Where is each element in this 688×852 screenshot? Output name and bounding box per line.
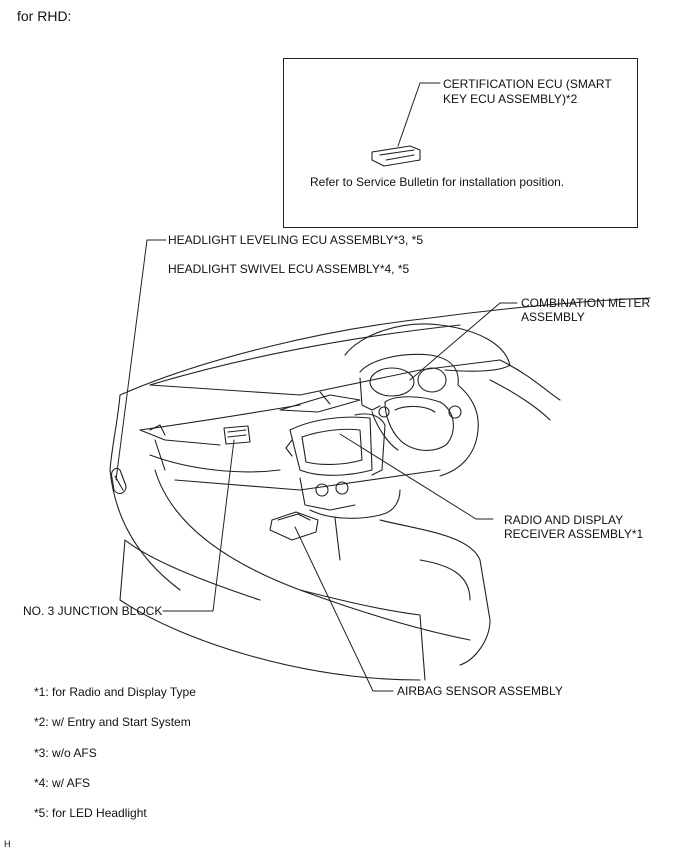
steering-and-meter xyxy=(344,323,511,477)
center-stack xyxy=(285,413,491,666)
inset-installation-note: Refer to Service Bulletin for installati… xyxy=(310,175,565,189)
headlight-swivel-label: HEADLIGHT SWIVEL ECU ASSEMBLY*4, *5 xyxy=(168,262,410,276)
radio-display-label-line1: RADIO AND DISPLAY xyxy=(504,513,624,527)
junction-block-component xyxy=(223,425,251,445)
figure-code: H xyxy=(4,839,11,849)
radio-display-label-line2: RECEIVER ASSEMBLY*1 xyxy=(504,527,644,541)
certification-ecu-label-line1: CERTIFICATION ECU (SMART xyxy=(443,77,612,91)
headlight-leveling-label: HEADLIGHT LEVELING ECU ASSEMBLY*3, *5 xyxy=(168,233,423,247)
combination-meter-label-line1: COMBINATION METER xyxy=(521,296,651,310)
footnote-5: *5: for LED Headlight xyxy=(34,806,147,820)
combination-meter-label-line2: ASSEMBLY xyxy=(521,310,585,324)
footnote-3: *3: w/o AFS xyxy=(34,746,97,760)
page-heading: for RHD: xyxy=(17,8,72,24)
airbag-sensor-component xyxy=(269,511,319,541)
footnote-4: *4: w/ AFS xyxy=(34,776,91,790)
dashboard-outline xyxy=(109,297,651,641)
airbag-sensor-label: AIRBAG SENSOR ASSEMBLY xyxy=(397,684,563,698)
footnote-1: *1: for Radio and Display Type xyxy=(34,685,196,699)
inset-frame xyxy=(283,58,638,228)
headlight-ecu-component xyxy=(111,467,127,495)
certification-ecu-component xyxy=(371,145,421,167)
junction-block-label: NO. 3 JUNCTION BLOCK xyxy=(23,604,163,618)
leader-lines xyxy=(115,82,518,692)
certification-ecu-label-line2: KEY ECU ASSEMBLY)*2 xyxy=(443,92,578,106)
footnote-2: *2: w/ Entry and Start System xyxy=(34,715,191,729)
console-and-seat xyxy=(119,539,471,681)
